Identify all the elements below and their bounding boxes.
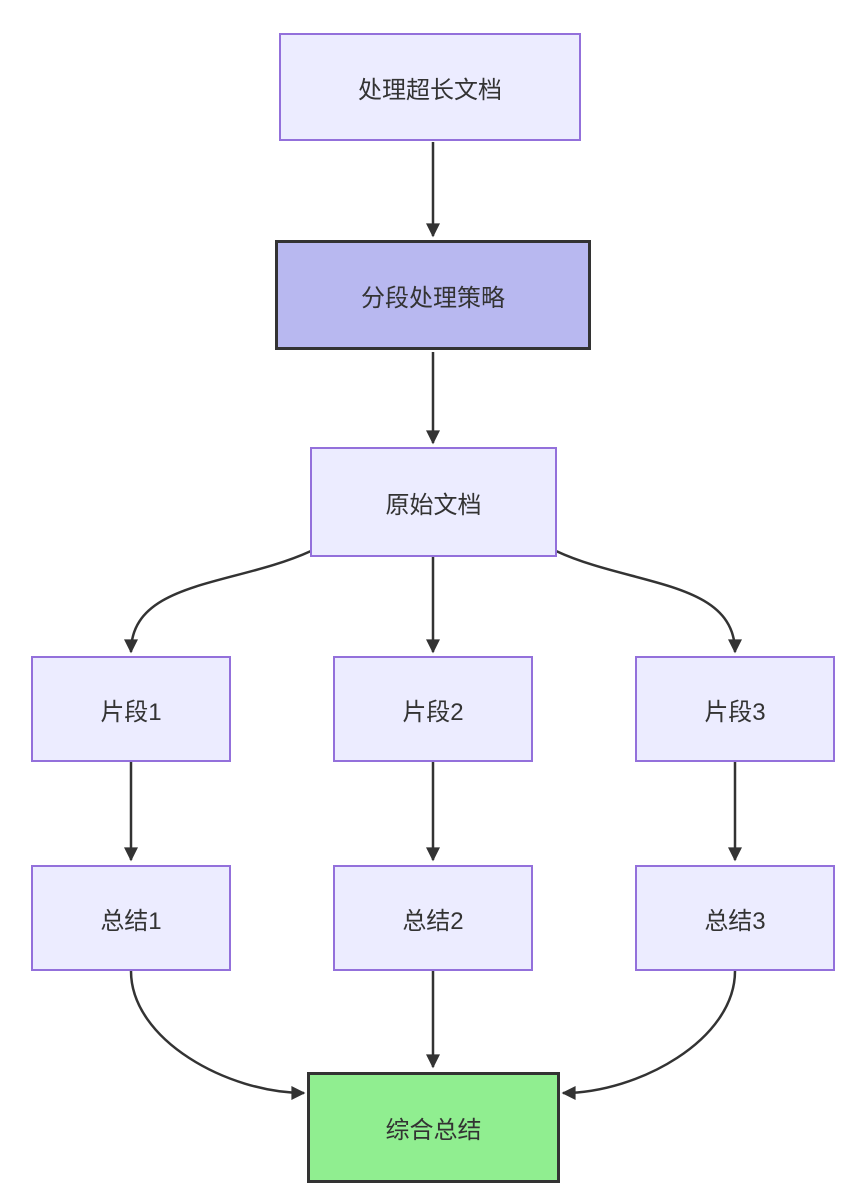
node-final-summary-label: 综合总结 xyxy=(385,1117,482,1144)
node-summary-1: 总结1 xyxy=(31,865,231,971)
node-summary-3: 总结3 xyxy=(635,865,835,971)
edge-doc-to-seg1 xyxy=(124,549,312,654)
edge-sum1-to-final xyxy=(129,970,306,1100)
node-source-doc-label: 原始文档 xyxy=(385,491,482,519)
node-segment-1-label: 片段1 xyxy=(100,698,162,726)
node-segment-2: 片段2 xyxy=(333,656,533,762)
node-segment-3-label: 片段3 xyxy=(704,698,766,726)
node-segment-2-label: 片段2 xyxy=(402,698,464,726)
node-segment-1: 片段1 xyxy=(31,656,231,762)
node-final-summary: 综合总结 xyxy=(307,1072,560,1183)
node-summary-2: 总结2 xyxy=(333,865,533,971)
node-summary-3-label: 总结3 xyxy=(704,907,766,935)
node-summary-1-label: 总结1 xyxy=(100,907,162,935)
node-task-label: 处理超长文档 xyxy=(358,76,502,104)
edge-doc-to-seg3 xyxy=(555,549,742,654)
edge-sum3-to-final xyxy=(561,970,737,1100)
node-strategy-label: 分段处理策略 xyxy=(361,284,505,312)
node-summary-2-label: 总结2 xyxy=(402,907,464,935)
node-source-doc: 原始文档 xyxy=(310,447,557,557)
node-strategy: 分段处理策略 xyxy=(275,240,591,350)
node-task: 处理超长文档 xyxy=(279,33,581,141)
node-segment-3: 片段3 xyxy=(635,656,835,762)
